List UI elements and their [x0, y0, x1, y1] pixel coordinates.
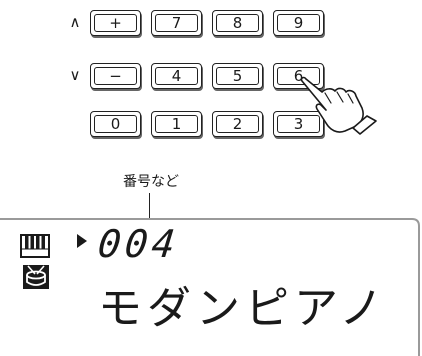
key-label: 1 [171, 115, 182, 133]
play-indicator-icon [77, 234, 87, 248]
key-9[interactable]: 9 [273, 10, 324, 36]
keypad-row-bottom: 0 1 2 3 [68, 111, 328, 137]
drum-icon [23, 265, 49, 289]
down-arrow-label: ∨ [69, 66, 81, 84]
key-label: 8 [232, 14, 243, 32]
keypad-row-up: ∧ + 7 8 9 [68, 10, 328, 36]
plus-key[interactable]: + [90, 10, 141, 36]
key-label: + [109, 14, 122, 32]
key-0[interactable]: 0 [90, 111, 141, 137]
key-label: − [109, 67, 122, 85]
key-label: 4 [171, 67, 182, 85]
up-arrow-label: ∧ [69, 13, 81, 31]
key-3[interactable]: 3 [273, 111, 324, 137]
lcd-display-frame [0, 218, 420, 356]
key-2[interactable]: 2 [212, 111, 263, 137]
key-label: 9 [293, 14, 304, 32]
key-label: 6 [293, 67, 304, 85]
key-1[interactable]: 1 [151, 111, 202, 137]
keypad-row-down: ∨ − 4 5 6 [68, 63, 328, 89]
key-label: 2 [232, 115, 243, 133]
pressing-hand-icon [300, 76, 377, 135]
key-4[interactable]: 4 [151, 63, 202, 89]
key-label: 7 [171, 14, 182, 32]
key-label: 5 [232, 67, 243, 85]
key-7[interactable]: 7 [151, 10, 202, 36]
minus-key[interactable]: − [90, 63, 141, 89]
key-label: 3 [293, 115, 304, 133]
callout-label: 番号など [123, 174, 179, 190]
key-8[interactable]: 8 [212, 10, 263, 36]
key-6[interactable]: 6 [273, 63, 324, 89]
callout-leader-line [149, 193, 151, 219]
tone-number: 004 [95, 222, 182, 266]
key-label: 0 [110, 115, 121, 133]
key-5[interactable]: 5 [212, 63, 263, 89]
tone-name: モダンピアノ [98, 283, 389, 334]
keyboard-icon [20, 234, 50, 258]
